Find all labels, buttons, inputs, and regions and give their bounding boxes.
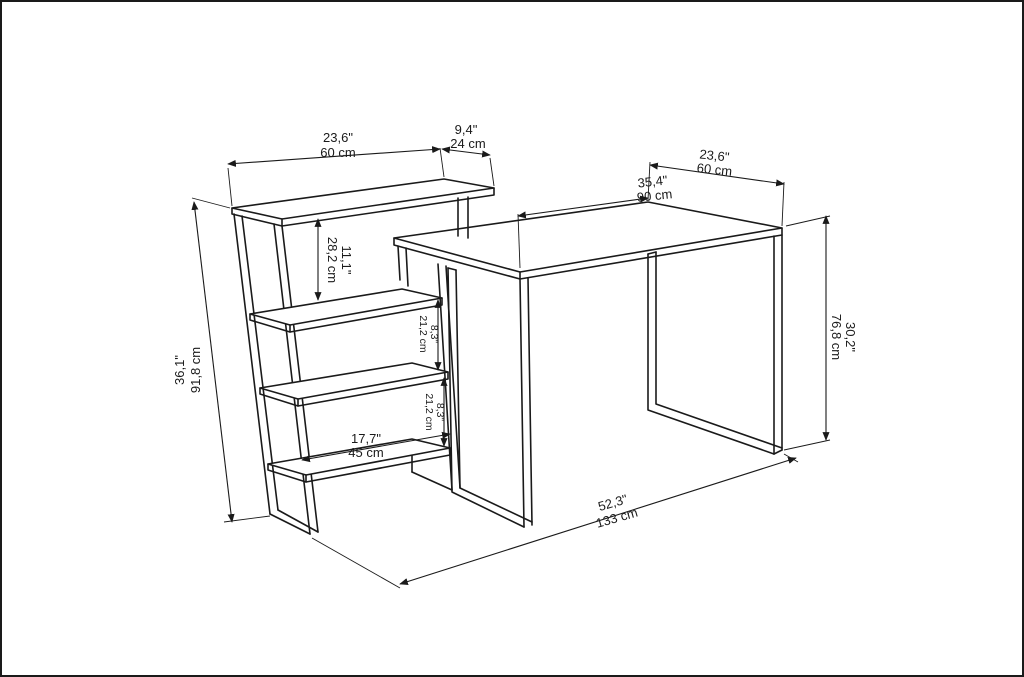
top-shelf-gap-cm: 28,2 cm — [325, 237, 340, 283]
desk-height-cm: 76,8 cm — [829, 314, 844, 360]
extension-lines — [191, 147, 831, 589]
desk-leg-right — [647, 234, 783, 455]
left-shelf-width-cm: 60 cm — [320, 145, 355, 160]
desk-top — [393, 201, 783, 280]
low-shelf-gap-inch: 8,3" — [434, 403, 446, 422]
shelf-width-inch: 17,7" — [351, 431, 381, 446]
desk-depth-inch: 23,6" — [699, 147, 731, 165]
mid-shelf-gap-cm: 21,2 cm — [417, 315, 429, 353]
top-shelf-gap-inch: 11,1" — [339, 246, 354, 275]
desk-depth-cm: 60 cm — [696, 160, 733, 179]
shelf-width-cm: 45 cm — [348, 445, 383, 460]
low-shelf-gap-cm: 21,2 cm — [423, 393, 435, 431]
desk-width-inch: 35,4" — [637, 172, 669, 190]
total-height-cm: 91,8 cm — [188, 347, 203, 393]
left-shelf-depth-cm: 24 cm — [450, 136, 485, 151]
total-height-inch: 36,1" — [172, 355, 187, 385]
desk-width-cm: 90 cm — [636, 186, 673, 205]
shelf-two — [249, 288, 443, 333]
left-shelf-depth-inch: 9,4" — [455, 122, 478, 137]
desk-height-inch: 30,2" — [843, 322, 858, 352]
bookcase-side-frame — [233, 213, 319, 535]
dimension-lines — [191, 146, 830, 585]
left-shelf-width-inch: 23,6" — [323, 130, 353, 145]
desk-leg-back-left — [397, 245, 409, 287]
desk-furniture — [231, 178, 783, 535]
shelf-three — [259, 362, 449, 407]
mid-shelf-gap-inch: 8,3" — [428, 325, 440, 344]
dimension-labels: 23,6" 60 cm 9,4" 24 cm 23,6" 60 cm 35,4"… — [172, 122, 858, 531]
